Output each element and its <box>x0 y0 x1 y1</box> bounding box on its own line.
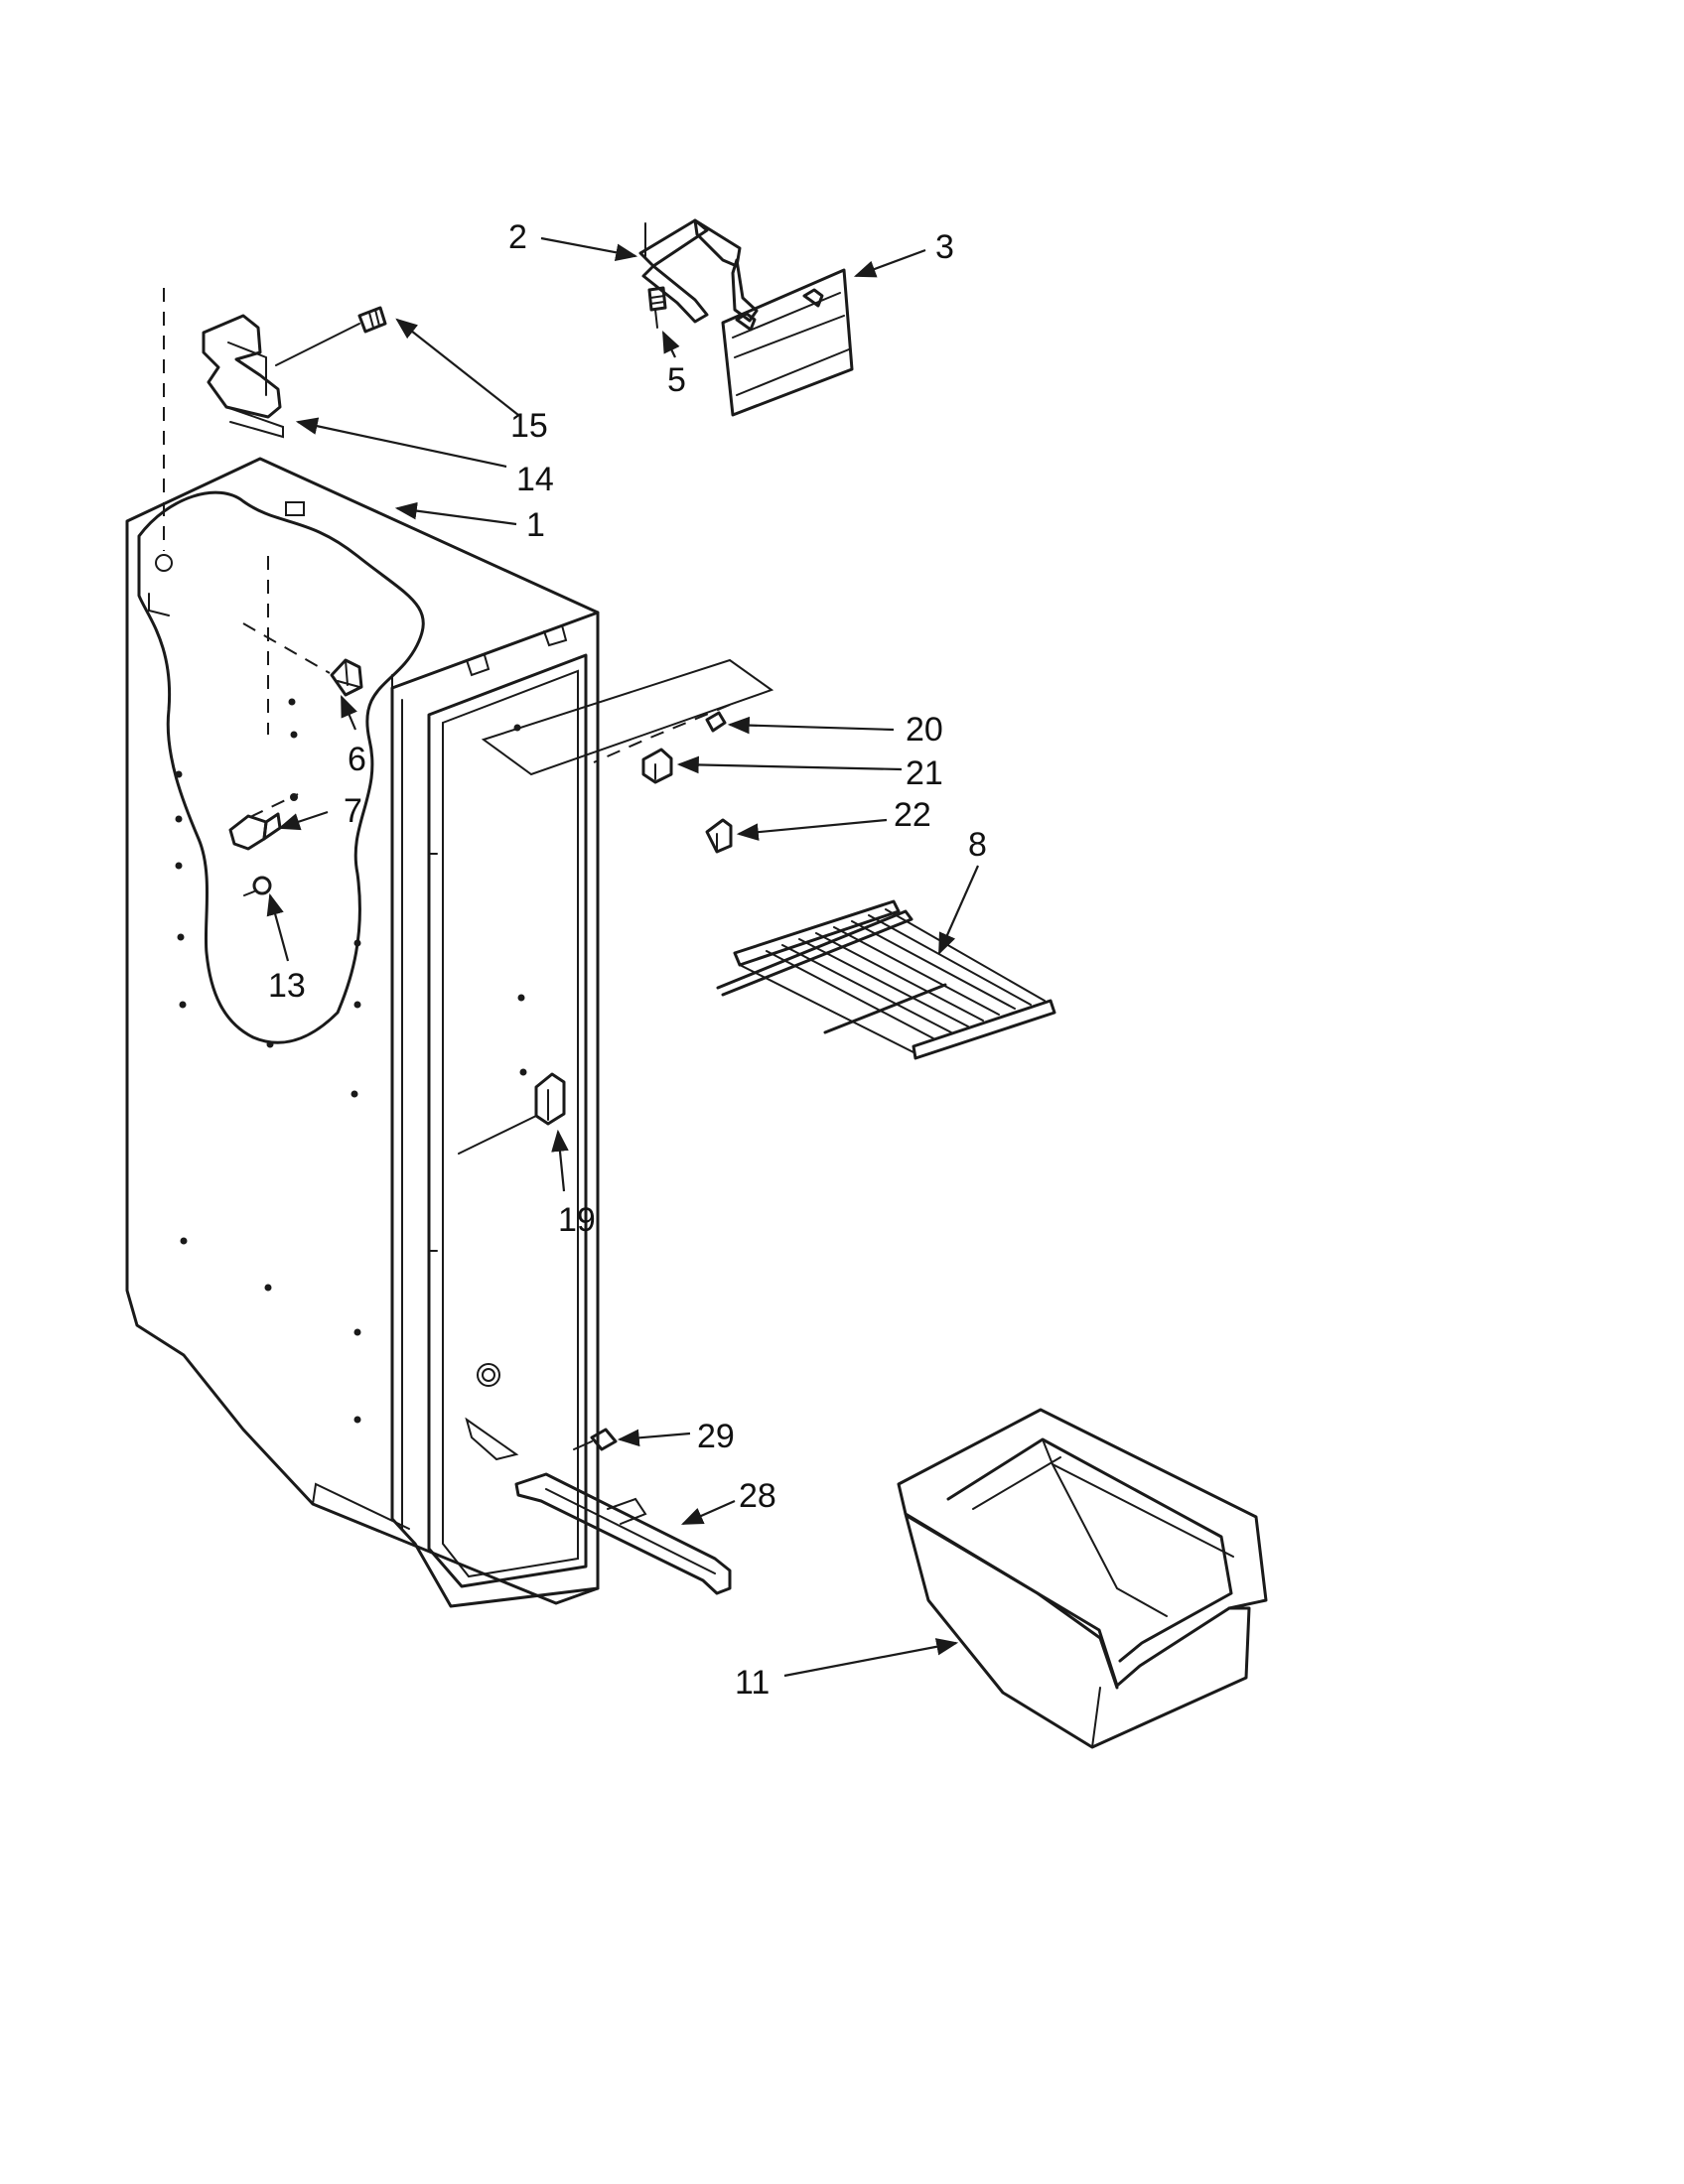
callout-7: 7 <box>344 792 362 830</box>
wire-shelf-part-8 <box>716 899 1056 1060</box>
shelf-support-part-7 <box>228 793 298 851</box>
callout-15: 15 <box>510 407 548 445</box>
screw-part-29 <box>573 1428 618 1451</box>
clip-part-19 <box>458 1072 566 1155</box>
hinge-bracket-part-14 <box>202 314 284 439</box>
callout-21: 21 <box>906 754 943 792</box>
screw-part-13 <box>243 876 272 896</box>
pan-support-part-2 <box>638 218 759 324</box>
callout-3: 3 <box>935 228 954 266</box>
screw-part-5 <box>647 286 667 329</box>
callout-11: 11 <box>735 1664 770 1702</box>
callout-20: 20 <box>906 711 943 749</box>
liner-holes <box>175 698 527 1424</box>
callout-1: 1 <box>526 506 545 544</box>
callout-22: 22 <box>894 796 931 834</box>
bracket-part-22 <box>705 818 733 854</box>
callout-8: 8 <box>968 826 987 864</box>
leader-lines <box>266 236 980 1678</box>
support-part-21 <box>641 748 673 784</box>
callout-13: 13 <box>268 967 306 1005</box>
storage-bin-part-11 <box>897 1408 1268 1749</box>
callout-6: 6 <box>348 741 366 778</box>
callout-28: 28 <box>739 1477 776 1515</box>
callout-2: 2 <box>508 218 527 256</box>
clip-part-20 <box>705 711 727 733</box>
shelf-clip-part-6 <box>330 658 363 697</box>
callout-14: 14 <box>516 461 554 498</box>
callout-labels: 2 3 5 15 14 1 6 7 13 20 21 22 8 19 29 28… <box>268 218 987 1702</box>
callout-29: 29 <box>697 1418 735 1455</box>
callout-19: 19 <box>558 1201 596 1239</box>
pan-cover-part-3 <box>721 268 854 417</box>
screw-part-15 <box>275 306 387 366</box>
cabinet-liner <box>125 288 774 1608</box>
callout-5: 5 <box>667 361 686 399</box>
rail-part-28 <box>514 1472 732 1595</box>
